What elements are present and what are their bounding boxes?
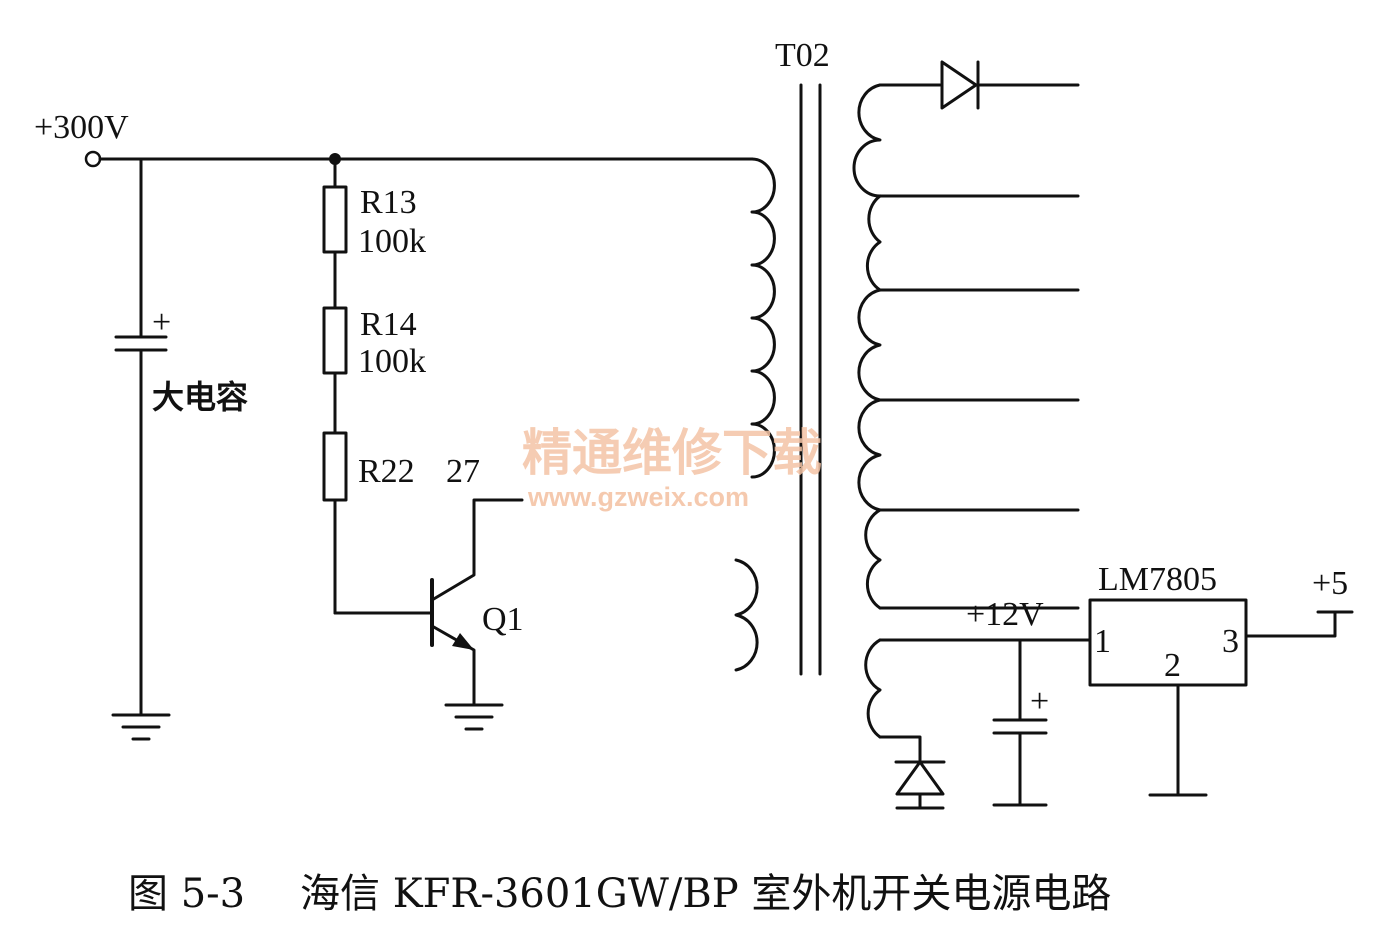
r13-value-label: 100k <box>358 223 426 260</box>
r14-value-label: 100k <box>358 343 426 380</box>
rail-12v-label: +12V <box>966 596 1044 633</box>
filter-capacitor-12v <box>992 638 1048 807</box>
output-5v-label: +5 <box>1312 565 1348 602</box>
regulator-pin1-label: 1 <box>1094 623 1111 660</box>
transistor-q1 <box>333 498 524 707</box>
supply-voltage-label: +300V <box>34 109 129 146</box>
transformer-label: T02 <box>775 37 830 74</box>
bulk-capacitor <box>114 157 168 717</box>
regulator-pin3-label: 3 <box>1222 623 1239 660</box>
resistor-r13 <box>322 185 348 254</box>
capacitor-label: 大电容 <box>152 378 248 416</box>
regulator-ground-wire <box>1148 683 1208 797</box>
lower-winding-return <box>878 735 922 762</box>
figure-number: 图 5-3 <box>128 871 245 917</box>
output-diode-top <box>940 60 980 110</box>
r14-name-label: R14 <box>360 306 417 343</box>
regulator-label: LM7805 <box>1098 561 1217 598</box>
r22-value-label: 27 <box>446 453 480 490</box>
regulator-pin2-label: 2 <box>1164 647 1181 684</box>
resistor-r14 <box>322 306 348 375</box>
transformer-secondary-windings <box>852 83 882 739</box>
filter-cap-plus-sign: + <box>1030 683 1049 720</box>
supply-terminal <box>84 150 102 168</box>
capacitor-plus-sign: + <box>152 304 171 341</box>
r13-name-label: R13 <box>360 184 417 221</box>
figure-caption: 海信 KFR-3601GW/BP 室外机开关电源电路 <box>300 871 1111 917</box>
r22-name-label: R22 <box>358 453 415 490</box>
secondary-output-wires <box>878 83 1080 610</box>
watermark-text: 精通维修下载 <box>522 424 822 482</box>
regulator-lm7805 <box>1088 598 1248 687</box>
rectifier-diode-bottom <box>894 760 946 810</box>
ground-symbol-left <box>111 713 171 741</box>
ground-symbol-q1 <box>444 703 504 731</box>
transistor-label: Q1 <box>482 601 524 638</box>
watermark-url: www.gzweix.com <box>527 482 749 512</box>
transformer-core <box>799 83 822 676</box>
resistor-r22 <box>322 431 348 502</box>
transformer-feedback-winding <box>734 558 759 672</box>
output-5v-wire <box>1244 610 1337 638</box>
transformer-primary-winding <box>750 157 776 479</box>
